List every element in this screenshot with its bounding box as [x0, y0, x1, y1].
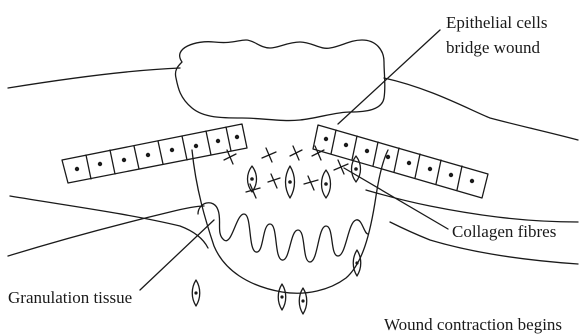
scab — [175, 40, 384, 121]
label-wound-contraction: Wound contraction begins — [384, 316, 562, 333]
label-epithelial-line1: Epithelial cells — [446, 10, 548, 35]
skin-surface-left — [8, 68, 180, 88]
fibroblast-cells — [248, 156, 361, 198]
epithelial-layer-left — [62, 124, 247, 183]
granulation-folds — [198, 203, 368, 262]
label-epithelial-line2: bridge wound — [446, 35, 548, 60]
label-granulation-tissue: Granulation tissue — [8, 289, 132, 306]
migrating-cells — [192, 250, 361, 314]
leader-collagen — [344, 168, 448, 229]
leader-granulation — [140, 220, 214, 290]
leader-epithelial — [338, 30, 440, 124]
label-collagen-fibres: Collagen fibres — [452, 223, 556, 240]
label-epithelial-cells: Epithelial cells bridge wound — [446, 10, 548, 60]
dermis-line-left-deep — [8, 206, 204, 256]
dermis-line-left — [10, 196, 208, 248]
skin-surface-right — [384, 78, 578, 140]
